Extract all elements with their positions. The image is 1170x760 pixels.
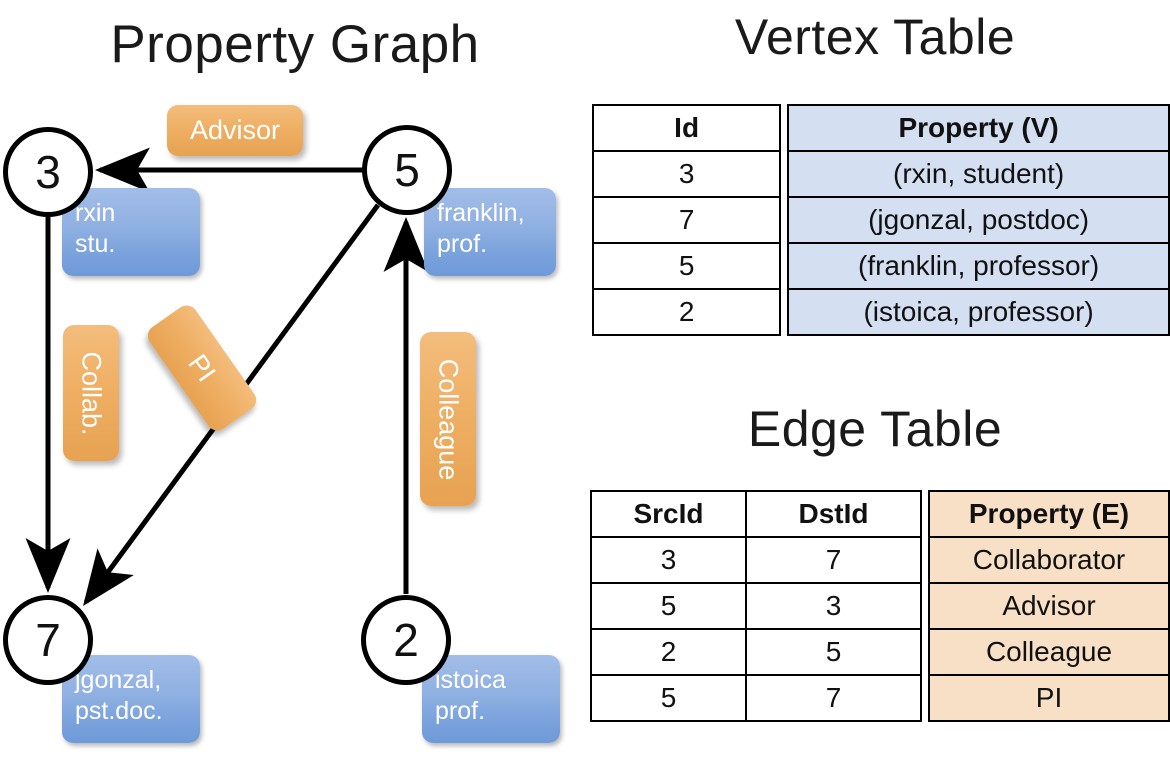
edge-table-header-row: SrcId DstId Property (E): [590, 490, 1170, 538]
vertex-row-0-id: 3: [591, 150, 782, 198]
vertex-property-badge-5[interactable]: franklin, prof.: [424, 188, 556, 276]
graph-node-5[interactable]: 5: [362, 125, 452, 215]
vertex-property-badge-2[interactable]: istoica prof.: [422, 655, 560, 743]
edge-table: SrcId DstId Property (E) 3 7 Collaborato…: [590, 490, 1170, 722]
edge-row-2-src: 2: [590, 628, 747, 676]
edge-label-colleague[interactable]: Colleague: [420, 332, 476, 506]
edge-row-1-dst: 3: [745, 582, 922, 630]
vertex-property-badge-7-line2: pst.doc.: [75, 696, 163, 725]
graph-node-3-label: 3: [35, 146, 61, 198]
vertex-table-header-row: Id Property (V): [591, 104, 1170, 152]
table-row: 7 (jgonzal, postdoc): [591, 196, 1170, 244]
vertex-table-header-property: Property (V): [787, 104, 1170, 152]
vertex-property-badge-3-line2: stu.: [75, 229, 116, 258]
edge-row-3-src: 5: [590, 674, 747, 722]
table-row: 5 3 Advisor: [590, 582, 1170, 630]
vertex-row-3-gap: [780, 289, 788, 335]
edge-table-header-property: Property (E): [928, 490, 1170, 538]
edge-row-0-property: Collaborator: [928, 536, 1170, 584]
vertex-property-badge-5-line1: franklin,: [437, 199, 525, 227]
vertex-property-badge-5-line2: prof.: [437, 229, 488, 258]
edge-row-3-property: PI: [928, 674, 1170, 722]
edge-row-3-dst: 7: [745, 674, 922, 722]
table-row: 3 7 Collaborator: [590, 536, 1170, 584]
vertex-property-badge-7-line1: jgonzal,: [75, 666, 162, 694]
vertex-row-0-gap: [780, 151, 788, 197]
table-row: 5 (franklin, professor): [591, 242, 1170, 290]
vertex-table: Id Property (V) 3 (rxin, student) 7 (jgo…: [591, 104, 1170, 336]
vertex-property-badge-2-line1: istoica: [435, 666, 506, 694]
vertex-property-badge-2-line2: prof.: [435, 696, 486, 725]
edge-row-1-src: 5: [590, 582, 747, 630]
vertex-table-col-gap: [780, 105, 788, 151]
edge-table-header-dstid: DstId: [745, 490, 922, 538]
graph-node-2[interactable]: 2: [361, 595, 451, 685]
edge-row-1-property: Advisor: [928, 582, 1170, 630]
vertex-table-header-id: Id: [591, 104, 782, 152]
vertex-row-1-id: 7: [591, 196, 782, 244]
edge-row-3-gap: [921, 675, 929, 721]
edge-row-0-src: 3: [590, 536, 747, 584]
vertex-row-1-property: (jgonzal, postdoc): [787, 196, 1170, 244]
edge-row-2-gap: [921, 629, 929, 675]
edge-row-0-gap: [921, 537, 929, 583]
edge-table-col-gap: [921, 491, 929, 537]
table-row: 5 7 PI: [590, 674, 1170, 722]
graph-node-7-label: 7: [35, 614, 61, 666]
vertex-property-badge-7[interactable]: jgonzal, pst.doc.: [62, 655, 200, 743]
vertex-table-title: Vertex Table: [734, 9, 1016, 65]
edge-table-title: Edge Table: [747, 401, 1003, 457]
edge-label-colleague-text: Colleague: [433, 358, 464, 480]
property-graph-title: Property Graph: [110, 15, 480, 74]
vertex-row-2-id: 5: [591, 242, 782, 290]
vertex-row-0-property: (rxin, student): [787, 150, 1170, 198]
table-row: 2 (istoica, professor): [591, 288, 1170, 336]
edge-row-1-gap: [921, 583, 929, 629]
table-row: 2 5 Colleague: [590, 628, 1170, 676]
vertex-property-badge-3-line1: rxin: [75, 199, 116, 227]
vertex-row-3-property: (istoica, professor): [787, 288, 1170, 336]
edge-label-pi-text: PI: [182, 348, 223, 387]
table-row: 3 (rxin, student): [591, 150, 1170, 198]
edge-row-2-property: Colleague: [928, 628, 1170, 676]
edge-label-collab[interactable]: Collab.: [63, 325, 119, 461]
edge-row-2-dst: 5: [745, 628, 922, 676]
vertex-row-2-gap: [780, 243, 788, 289]
vertex-row-1-gap: [780, 197, 788, 243]
graph-node-7[interactable]: 7: [3, 595, 93, 685]
graph-node-5-label: 5: [394, 144, 420, 196]
vertex-property-badge-3[interactable]: rxin stu.: [62, 188, 200, 276]
edge-row-0-dst: 7: [745, 536, 922, 584]
vertex-row-2-property: (franklin, professor): [787, 242, 1170, 290]
graph-node-2-label: 2: [393, 614, 419, 666]
edge-table-header-srcid: SrcId: [590, 490, 747, 538]
edge-label-collab-text: Collab.: [76, 350, 107, 436]
edge-label-advisor[interactable]: Advisor: [167, 105, 303, 156]
edge-label-advisor-text: Advisor: [189, 115, 281, 145]
vertex-row-3-id: 2: [591, 288, 782, 336]
graph-node-3[interactable]: 3: [3, 127, 93, 217]
